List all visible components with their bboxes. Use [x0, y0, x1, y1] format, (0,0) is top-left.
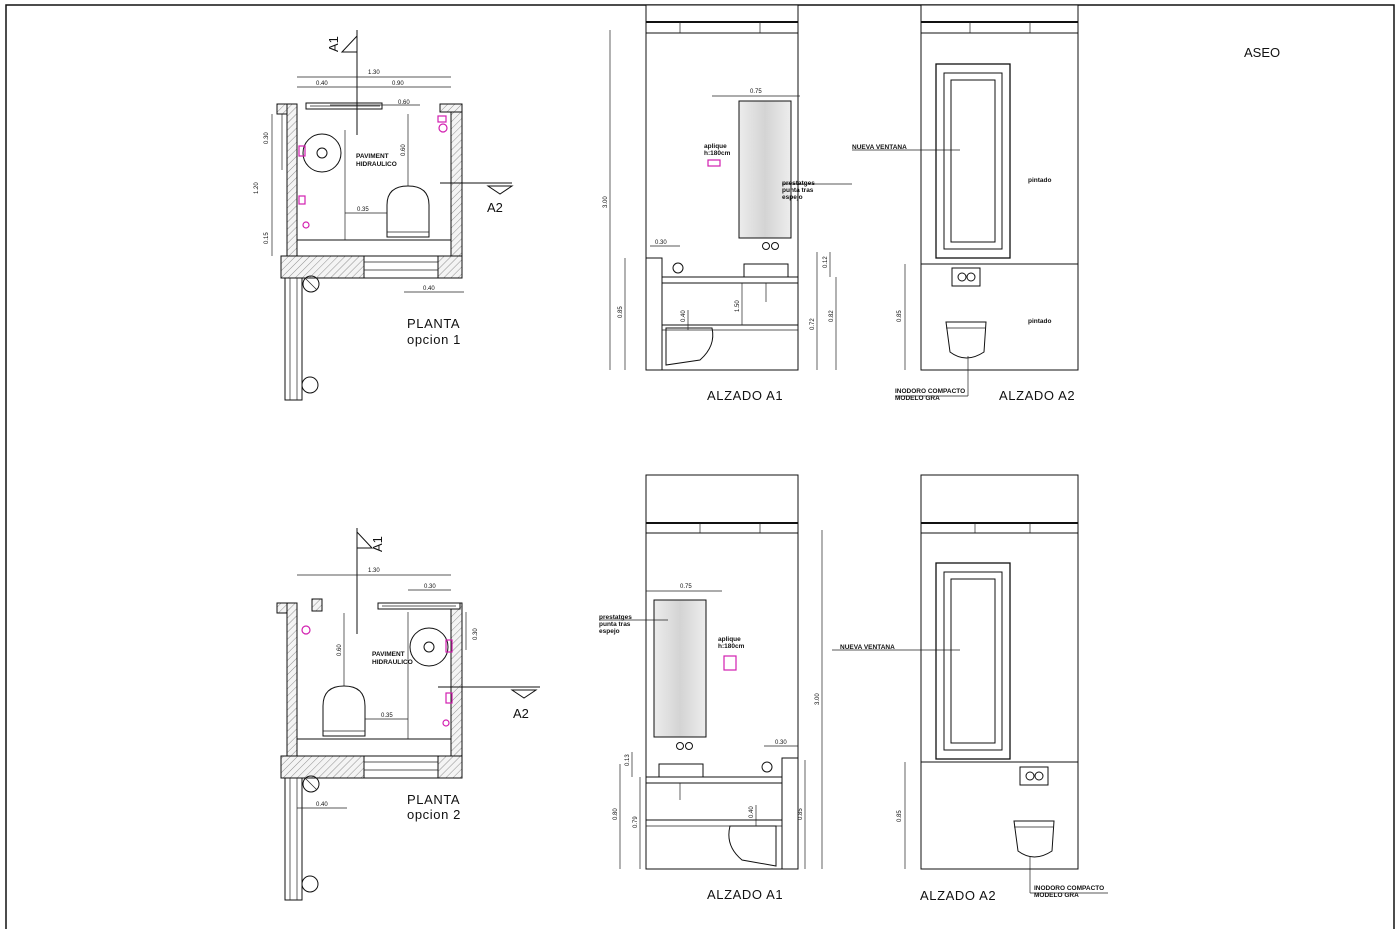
note-mirror-a1t-b: punta tras [782, 187, 814, 194]
note-mirror-a1b: prestatges [599, 614, 632, 621]
alzado-a2-bottom-title: ALZADO A2 [920, 888, 996, 903]
note-toilet-a2b: INODORO COMPACTO [1034, 885, 1104, 892]
dim-a1t-counter-top: 0.82 [829, 310, 835, 322]
dim-plan2-door: 0.40 [316, 802, 328, 808]
sheet-title: ASEO [1244, 45, 1280, 60]
elevation-a1-bottom: 0.75 prestatges punta tras espejo apliqu… [599, 474, 823, 902]
dim-a1t-backsplash: 0.12 [823, 256, 829, 268]
plan-1-subtitle: opcion 1 [407, 332, 461, 347]
note-painted-a2t-1: pintado [1028, 177, 1051, 184]
dim-plan1-small: 0.15 [264, 232, 270, 244]
dim-a1t-sink-height: 0.72 [810, 318, 816, 330]
dim-a1b-mirror-width: 0.75 [680, 584, 692, 590]
dim-plan1-toilet-gap: 0.35 [357, 207, 369, 213]
note-pavement-2b: HIDRAULICO [372, 659, 413, 666]
dim-a1b-counter-top: 0.79 [633, 816, 639, 828]
dim-a1b-sink-height: 0.80 [613, 808, 619, 820]
note-mirror-a1t: prestatges [782, 180, 815, 187]
dim-plan1-sink-width: 0.40 [316, 81, 328, 87]
note-pavement-2: PAVIMENT [372, 651, 405, 658]
dim-a2b-height: 0.85 [897, 810, 903, 822]
dim-plan2-width: 1.30 [368, 568, 380, 574]
note-sconce-a1t-b: h:180cm [704, 150, 731, 157]
dim-plan2-sink-depth: 0.30 [473, 628, 479, 640]
note-painted-a2t-2: pintado [1028, 318, 1051, 325]
dim-plan1-depth: 1.20 [254, 182, 260, 194]
section-ref-a1-2: A1 [370, 536, 385, 552]
section-ref-a2-2: A2 [513, 706, 529, 721]
note-pavement-1: PAVIMENT [356, 153, 389, 160]
note-toilet-a2t-b: MODELO GRA [895, 395, 940, 402]
dim-a1t-height: 3.00 [603, 196, 609, 208]
elevation-a1-top: 0.75 aplique h:180cm prestatges punta tr… [603, 4, 852, 403]
plan-2-title: PLANTA [407, 792, 460, 807]
note-window-a2t: NUEVA VENTANA [852, 144, 907, 151]
dim-a1b-height: 3.00 [815, 693, 821, 705]
alzado-a1-top-title: ALZADO A1 [707, 388, 783, 403]
note-pavement-1b: HIDRAULICO [356, 161, 397, 168]
dim-plan1-window: 0.60 [398, 100, 410, 106]
elevation-a2-top: NUEVA VENTANA pintado pintado INODORO CO… [852, 4, 1079, 403]
dim-a1t-shelf: 1.50 [735, 300, 741, 312]
dim-a2t-height: 0.85 [897, 310, 903, 322]
dim-plan2-toilet-gap: 0.35 [381, 713, 393, 719]
dim-a1b-toilet: 0.40 [749, 806, 755, 818]
note-sconce-a1t: aplique [704, 143, 727, 150]
dim-a1b-counter-height: 0.85 [798, 808, 804, 820]
dim-plan2-toilet-depth: 0.60 [337, 644, 343, 656]
note-window-a2b: NUEVA VENTANA [840, 644, 895, 651]
dim-a1t-mirror-width: 0.75 [750, 89, 762, 95]
note-mirror-a1t-c: espejo [782, 194, 803, 201]
dim-a1t-counter-height: 0.85 [618, 306, 624, 318]
note-toilet-a2b-b: MODELO GRA [1034, 892, 1079, 899]
dim-a1b-niche: 0.30 [775, 740, 787, 746]
dim-plan1-width: 1.30 [368, 70, 380, 76]
note-mirror-a1b-b: punta tras [599, 621, 631, 628]
note-toilet-a2t: INODORO COMPACTO [895, 388, 965, 395]
dim-a1b-backsplash: 0.13 [625, 754, 631, 766]
dim-plan2-sink: 0.30 [424, 584, 436, 590]
note-sconce-a1b: aplique [718, 636, 741, 643]
dim-plan1-toilet-depth: 0.60 [401, 144, 407, 156]
dim-a1t-niche: 0.30 [655, 240, 667, 246]
dim-plan1-sink-depth: 0.30 [264, 132, 270, 144]
dim-plan1-door: 0.40 [423, 286, 435, 292]
plan-2-subtitle: opcion 2 [407, 807, 461, 822]
plan-option-1: A1 A2 1.30 0.40 0.90 0.60 0.30 1.20 0.15… [254, 30, 514, 401]
elevation-a2-bottom: NUEVA VENTANA INODORO COMPACTO MODELO GR… [832, 474, 1108, 903]
plan-option-2: A1 A2 1.30 0.30 0.30 0.60 0.35 0.40 PAVI… [276, 528, 540, 901]
alzado-a2-top-title: ALZADO A2 [999, 388, 1075, 403]
section-ref-a1: A1 [326, 36, 341, 52]
note-mirror-a1b-c: espejo [599, 628, 620, 635]
note-sconce-a1b-b: h:180cm [718, 643, 745, 650]
alzado-a1-bottom-title: ALZADO A1 [707, 887, 783, 902]
dim-a1t-toilet: 0.40 [681, 310, 687, 322]
dim-plan1-right-width: 0.90 [392, 81, 404, 87]
plan-1-title: PLANTA [407, 316, 460, 331]
section-ref-a2: A2 [487, 200, 503, 215]
